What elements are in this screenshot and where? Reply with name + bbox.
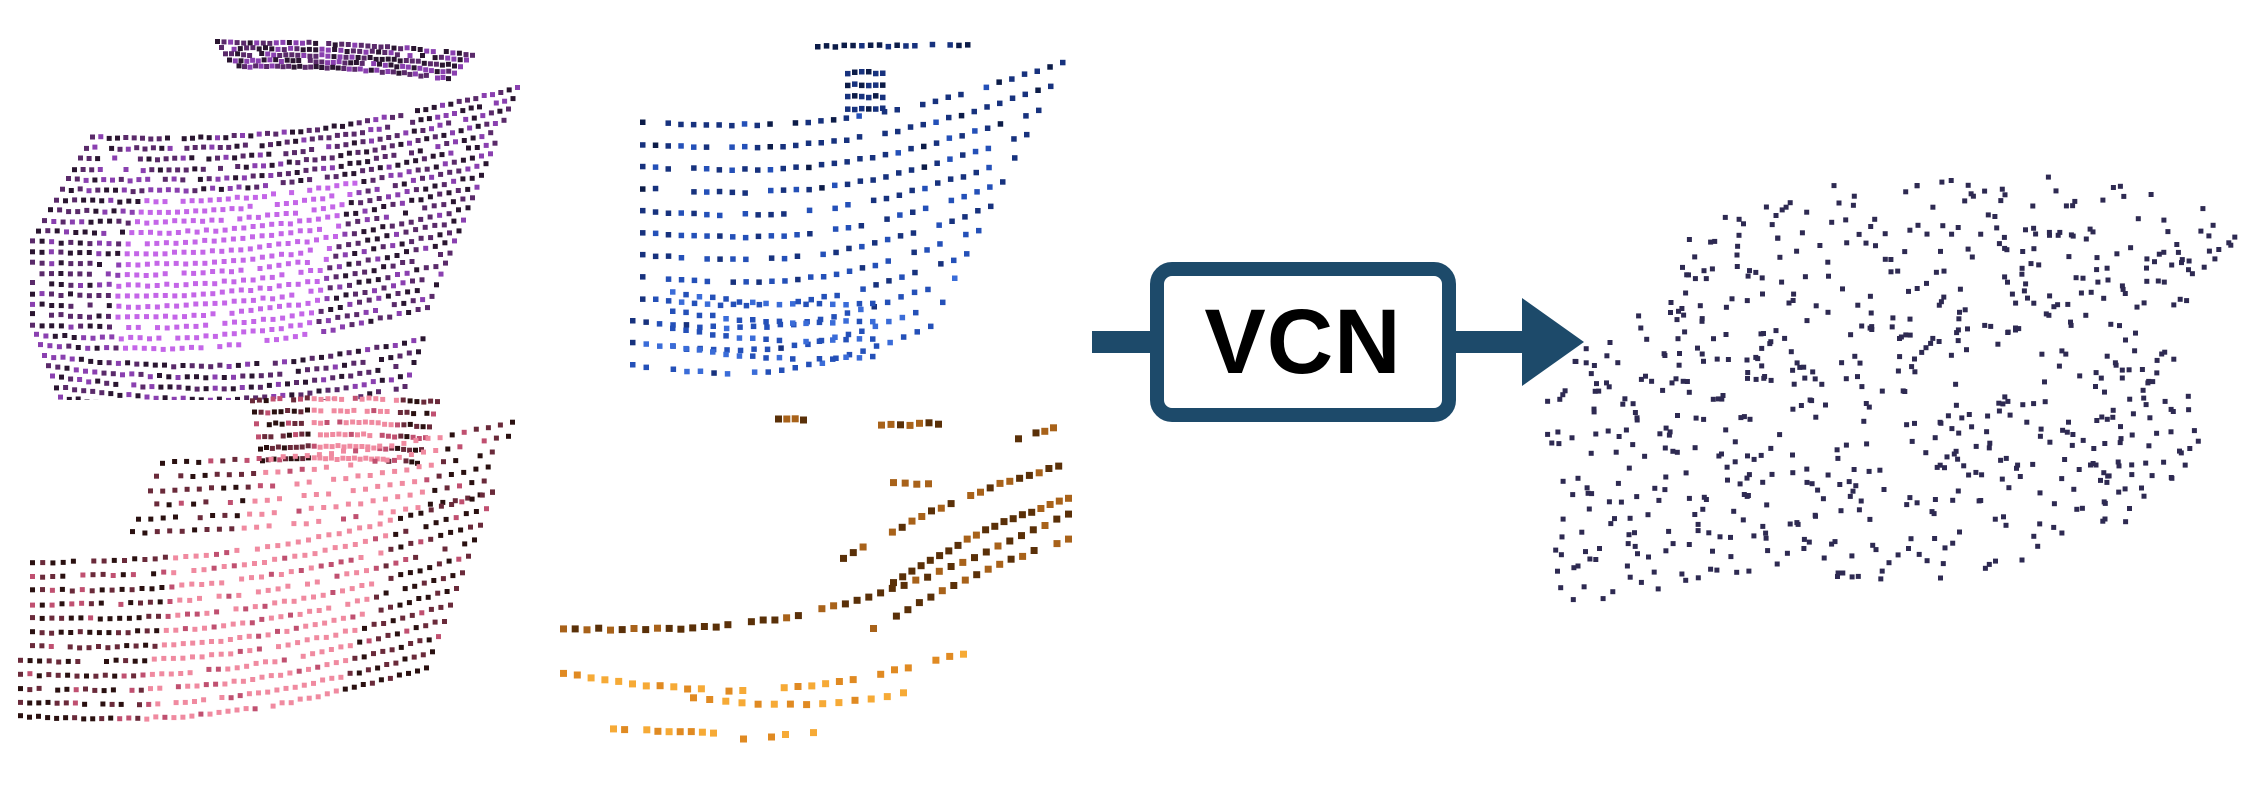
arrow-in-shaft bbox=[1092, 331, 1152, 353]
input-cloud-purple-car bbox=[30, 39, 520, 400]
arrow-out-head bbox=[1522, 298, 1584, 386]
arrow-out-shaft bbox=[1454, 331, 1524, 353]
input-cloud-blue-car bbox=[630, 41, 1066, 377]
input-cloud-pink-car bbox=[18, 395, 515, 722]
output-cloud-completed-car bbox=[1545, 174, 2238, 603]
vcn-label: VCN bbox=[1204, 291, 1402, 393]
vcn-network-box: VCN bbox=[1150, 262, 1456, 422]
input-cloud-orange-car bbox=[560, 415, 1072, 743]
